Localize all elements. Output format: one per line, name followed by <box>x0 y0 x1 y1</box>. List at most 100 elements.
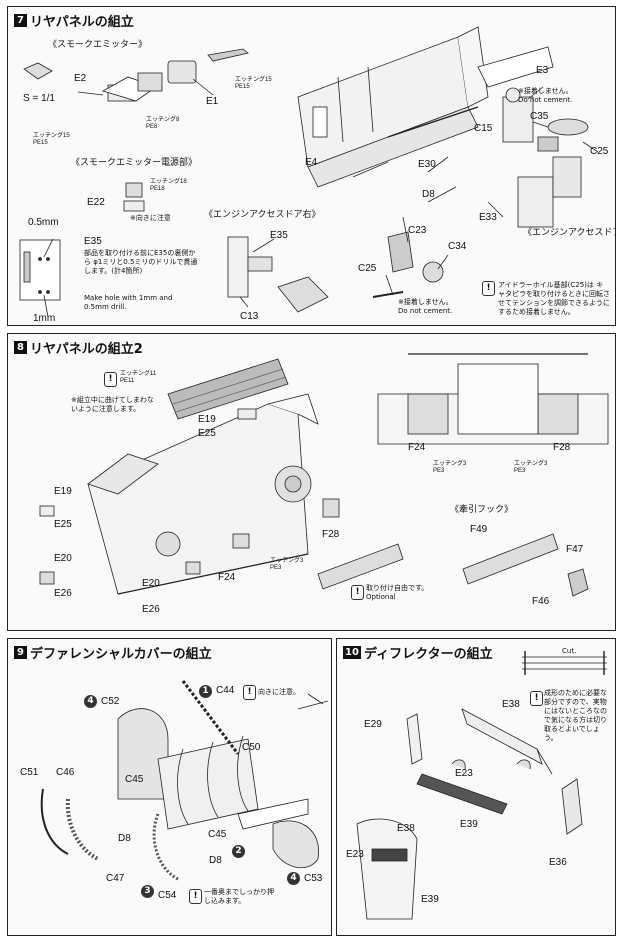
part-e35-b: E35 <box>270 230 288 241</box>
section-10-number: 10 <box>343 646 361 659</box>
direction-note-9: 向きに注意。 <box>258 688 300 696</box>
info-marker-idler: ! <box>482 281 495 296</box>
part-e19-b: E19 <box>54 486 72 497</box>
smoke-emitter-subtitle: 《スモークエミッター》 <box>48 40 148 50</box>
section-8-number: 8 <box>14 341 27 354</box>
info-marker-cut: ! <box>530 691 543 706</box>
info-marker-optional: ! <box>351 585 364 600</box>
step-2-marker: 2 <box>232 845 245 858</box>
step-4-marker-a: 4 <box>84 695 97 708</box>
section-8-panel: 8 リヤパネルの組立2 <box>7 333 616 631</box>
part-f24-a: F24 <box>218 572 236 583</box>
part-d8: D8 <box>422 189 435 200</box>
part-e26-a: E26 <box>54 588 72 599</box>
drill-note-jp: 部品を取り付ける前にE35の裏側から φ1ミリと0.5ミリのドリルで貫通します。… <box>84 249 198 275</box>
part-e23-a: E23 <box>455 768 473 779</box>
section-9-title-text: デファレンシャルカバーの組立 <box>30 647 212 662</box>
drill-note-en: Make hole with 1mm and 0.5mm drill. <box>84 294 173 311</box>
part-e25-a: E25 <box>198 428 216 439</box>
part-f46: F46 <box>532 596 550 607</box>
part-c25-b: C25 <box>358 263 377 274</box>
part-c51: C51 <box>20 767 39 778</box>
part-e1: E1 <box>206 96 219 107</box>
part-c35: C35 <box>530 111 549 122</box>
part-e20-a: E20 <box>54 553 72 564</box>
optional-note: 取り付け自由です。 Optional <box>366 584 429 601</box>
section-9-panel: 9 デファレンシャルカバーの組立 4 C52 1 C44 ! 向きに注意。 C5… <box>7 638 332 936</box>
push-note: 一番奥までしっかり押し込みます。 <box>204 888 274 905</box>
part-e29: E29 <box>364 719 382 730</box>
pe11-label: エッチング11 PE11 <box>120 371 157 384</box>
smoke-power-subtitle: 《スモークエミッター電源部》 <box>71 158 198 168</box>
part-e33: E33 <box>479 212 497 223</box>
bend-warning: ※組立中に曲げてしまわないように注意します。 <box>71 396 154 413</box>
part-c46: C46 <box>56 767 75 778</box>
section-7-drawing <box>19 26 599 318</box>
pe18-label: エッチング18 PE18 <box>150 179 187 192</box>
direction-note: ※向きに注意 <box>130 214 171 222</box>
tow-hook-subtitle: 《牽引フック》 <box>450 505 514 515</box>
part-c23: C23 <box>408 225 427 236</box>
cut-note: 成形のために必要な部分ですので、実物にはないところなので気になる方は切り取るとよ… <box>544 689 607 742</box>
section-7-number: 7 <box>14 14 27 27</box>
section-9-number: 9 <box>14 646 27 659</box>
part-c15: C15 <box>474 123 493 134</box>
part-e25-b: E25 <box>54 519 72 530</box>
part-e3: E3 <box>536 65 549 76</box>
mm05-label: 0.5mm <box>28 217 59 228</box>
part-c47: C47 <box>106 873 125 884</box>
pe8-label: エッチング8 PE8 <box>146 117 180 130</box>
step-4-marker-b: 4 <box>287 872 300 885</box>
info-marker-pe11: ! <box>104 372 117 387</box>
part-e2: E2 <box>74 73 87 84</box>
section-9-drawing <box>40 680 329 881</box>
part-c45-b: C45 <box>208 829 227 840</box>
part-d8-b: D8 <box>209 855 222 866</box>
info-marker-direction: ! <box>243 685 256 700</box>
section-7-title: 7 リヤパネルの組立 <box>14 11 134 30</box>
part-c50: C50 <box>242 742 261 753</box>
section-10-title: 10 ディフレクターの組立 <box>343 643 493 662</box>
part-e23-b: E23 <box>346 849 364 860</box>
part-e36: E36 <box>549 857 567 868</box>
part-c54: C54 <box>158 890 177 901</box>
cut-label: Cut. <box>562 647 577 655</box>
part-e30: E30 <box>418 159 436 170</box>
section-8-drawing <box>39 353 609 597</box>
section-9-title: 9 デファレンシャルカバーの組立 <box>14 643 212 662</box>
no-cement-note-2: ※接着しません。 Do not cement. <box>398 298 453 315</box>
section-8-title: 8 リヤパネルの組立2 <box>14 338 143 357</box>
part-e19-a: E19 <box>198 414 216 425</box>
part-e38-b: E38 <box>397 823 415 834</box>
pe3-label-b: エッチング3 PE3 <box>433 461 467 474</box>
part-c53: C53 <box>304 873 323 884</box>
pe3-label-a: エッチング3 PE3 <box>270 558 304 571</box>
step-1-marker: 1 <box>199 685 212 698</box>
engine-door-subtitle-2: 《エンジンアクセスドア右》 <box>523 228 615 238</box>
part-d8-a: D8 <box>118 833 131 844</box>
part-f28-a: F28 <box>322 529 340 540</box>
part-e20-b: E20 <box>142 578 160 589</box>
part-e22: E22 <box>87 197 105 208</box>
part-e38-a: E38 <box>502 699 520 710</box>
pe15-label-a: エッチング15 PE15 <box>235 77 272 90</box>
idler-note: アイドラーホイル基部(C25)は キャタピラを取り付けるときに回転させてテンショ… <box>498 281 610 316</box>
info-marker-push: ! <box>189 889 202 904</box>
section-10-drawing <box>356 651 607 920</box>
part-c25-a: C25 <box>590 146 609 157</box>
part-c44: C44 <box>216 685 235 696</box>
part-e26-b: E26 <box>142 604 160 615</box>
section-10-panel: 10 ディフレクターの組立 Cut. E38 ! 成形のために必要な部分ですので… <box>336 638 616 936</box>
scale-label: S = 1/1 <box>23 93 55 104</box>
part-f47: F47 <box>566 544 584 555</box>
part-e39-b: E39 <box>421 894 439 905</box>
part-f49: F49 <box>470 524 488 535</box>
section-10-title-text: ディフレクターの組立 <box>364 647 493 662</box>
section-8-title-text: リヤパネルの組立2 <box>30 342 143 357</box>
engine-door-subtitle-1: 《エンジンアクセスドア右》 <box>204 210 321 220</box>
part-c34: C34 <box>448 241 467 252</box>
pe3-label-c: エッチング3 PE3 <box>514 461 548 474</box>
part-c45-a: C45 <box>125 774 144 785</box>
pe15-label-b: エッチング15 PE15 <box>33 133 70 146</box>
part-e39-a: E39 <box>460 819 478 830</box>
